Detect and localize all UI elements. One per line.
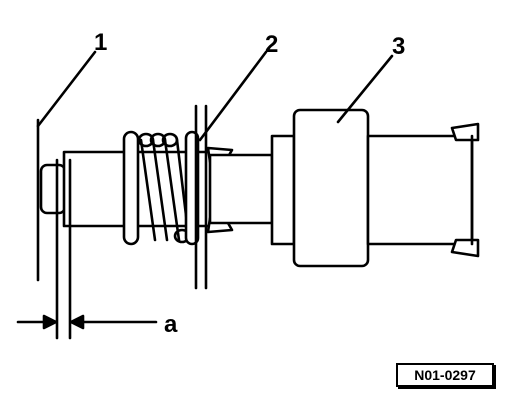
connector-latch-top [450,122,480,142]
shaft-end-cap [39,163,67,215]
leader-2 [198,50,268,142]
dim-arrowhead-right [69,314,85,330]
callout-3: 3 [392,33,405,60]
collar-flange [270,134,296,246]
callout-2: 2 [265,31,278,58]
callout-1: 1 [94,29,107,56]
dim-arrowhead-left [42,314,58,330]
neck-section [208,153,274,225]
figure-reference-code: N01-0297 [396,363,494,387]
dimension-label-a: a [164,311,178,338]
compression-spring [137,132,191,244]
washer-left [122,130,140,246]
leader-1 [36,50,97,128]
connector-body [366,134,474,246]
leader-3 [336,54,394,124]
sensor-housing [292,108,370,268]
connector-latch-bottom [450,238,480,258]
